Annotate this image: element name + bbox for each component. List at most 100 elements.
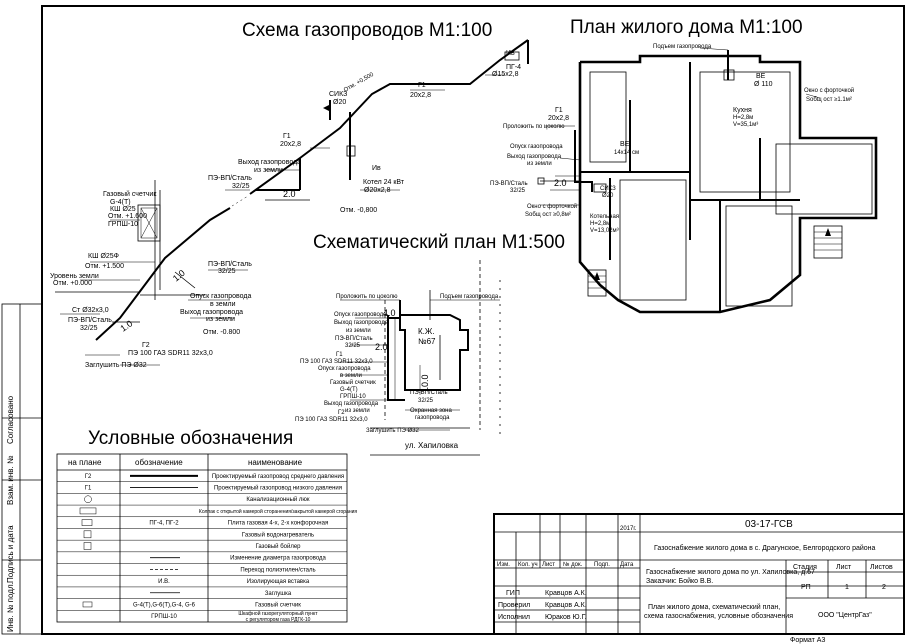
house-window1-d-label: Sобщ ост ≥1.1м² [806, 97, 852, 103]
stamp-name-2: Кравцов А.К. [545, 602, 587, 609]
scheme-drop-label: Опуск газопровода [190, 293, 251, 300]
site-street-label: ул. Хапиловка [405, 441, 459, 450]
legend-cell: Заглушка [265, 591, 292, 597]
legend-symbol-icon [82, 601, 93, 608]
house-rise-label: Подъем газопровода [653, 44, 712, 50]
legend-cell: Канализационный люк [246, 496, 310, 503]
stamp-role-2: Проверил [498, 602, 530, 609]
house-drop-label: Опуск газопровода [510, 144, 563, 150]
stamp-col-sign: Подп. [594, 562, 610, 568]
side-stamp-labels: Согласовано Взам. инв. № Подпись и дата … [6, 395, 15, 632]
house-ve2-d-label: 14х14 см [614, 150, 639, 156]
legend-symbol-icon [79, 507, 97, 515]
house-outer-wall [578, 54, 878, 314]
scheme-cap-label: Заглушить ПЭ Ø32 [85, 362, 147, 369]
stamp-code: 03-17-ГСВ [745, 519, 793, 530]
site-dim10-label: 10.0 [420, 374, 430, 392]
scheme-drop2-label: в земли [210, 301, 236, 308]
scheme-grpsh-label: ГРПШ-10 [108, 221, 138, 228]
side-stamp-replace: Взам. инв. № [6, 455, 15, 505]
side-stamp-frame [1, 303, 43, 635]
site-pe-label: ПЭ-ВП/Сталь [335, 336, 373, 342]
house-dim-label: 2.0 [554, 178, 567, 188]
scheme-d15-label: Ø15х2,8 [492, 71, 519, 78]
house-window1-label: Окно с форточкой [804, 87, 854, 94]
stamp-name-1: Кравцов А.К. [545, 590, 587, 597]
site-plan: Проложить по цоколю Подъем газопровода 4… [295, 260, 501, 456]
scheme-ground-o-label: Отм. +0.000 [53, 280, 92, 287]
legend-cell: ПГ-4, ПГ-2 [149, 521, 179, 527]
drawing-frame [41, 5, 905, 635]
house-pe-label: ПЭ-ВП/Сталь [490, 181, 528, 187]
legend-cell: И.В. [158, 579, 170, 585]
site-meter-g-label: G-4(Т) [340, 387, 358, 393]
stamp-col-izm: Изм. [497, 562, 510, 568]
scheme-pipe-main [249, 39, 529, 195]
scheme-ksh-label: КШ Ø25 [110, 206, 136, 213]
scheme-dim-label: 2.0 [283, 189, 296, 199]
scheme-g2-d-label: ПЭ 100 ГАЗ SDR11 32х3,0 [128, 350, 213, 357]
stamp-stage: РП [801, 584, 811, 591]
stamp-org: ООО "ЦентрГаз" [818, 612, 872, 619]
stamp-name-3: Юраков Ю.Г. [545, 614, 587, 621]
legend-cell: Изменение диаметра газопровода [230, 556, 326, 562]
site-kzh-n-label: №67 [418, 337, 436, 346]
scheme-pe-label: ПЭ-ВП/Сталь [208, 175, 252, 182]
legend-cell: Изолирующая вставка [247, 579, 310, 585]
side-stamp-agreed: Согласовано [6, 395, 15, 444]
site-gas-pipe [387, 315, 405, 401]
site-zone-label: Охранная зона [410, 408, 452, 414]
scheme-g1a-label: Г1 [418, 82, 426, 89]
scheme-sikz-d-label: Ø20 [333, 99, 346, 106]
stamp-sheets-header: Листов [870, 564, 893, 571]
title-block: 2017г. 03-17-ГСВ Газоснабжение жилого до… [493, 513, 905, 635]
stamp-customer: Заказчик: Бойко В.В. [646, 577, 713, 585]
stamp-sheet: 1 [845, 584, 849, 591]
scheme-sikz-label: СИКЗ [329, 91, 347, 98]
house-kitchen-label: Кухня [733, 107, 752, 114]
house-g1-d-label: 20х2,8 [548, 115, 569, 122]
stamp-col-list: Лист [542, 562, 555, 568]
legend-header-name: наименование [248, 458, 303, 467]
scheme-kotel-d-label: Ø20х2,8 [364, 187, 391, 194]
legend-header-plan: на плане [68, 458, 102, 467]
house-kitchen-v-label: V=35,1м³ [733, 122, 758, 128]
legend-cell: Газовый счетчик [255, 601, 301, 608]
site-pe-d-label: 32/25 [345, 343, 361, 349]
scheme-dim3-label: 1.0 [171, 268, 187, 284]
site-house-outline [399, 300, 469, 391]
site-dim2-label: 2.0 [375, 342, 388, 352]
house-plan: Подъем газопровода ВЕ Ø 110 Окно с форто… [490, 44, 878, 314]
scheme-kotel-label: Котел 24 кВт [363, 179, 405, 186]
stamp-sheet-header: Лист [836, 564, 852, 571]
house-stairs [813, 225, 843, 259]
house-plan-title: План жилого дома М1:100 [570, 17, 803, 38]
scheme-otm-m-label: Отм. +1.600 [108, 213, 147, 220]
legend-symbol-icon [83, 530, 92, 539]
site-lay-label: Проложить по цоколю [336, 294, 398, 300]
site-cap-label: Заглушить ПЭ Ø32 [366, 428, 420, 434]
legend-header-symbol: обозначение [135, 458, 183, 467]
legend-cell: Проектируемый газопровод низкого давлени… [214, 485, 342, 492]
scheme-pe-d-label: 32/25 [232, 183, 250, 190]
scheme-g1b-d-label: 20х2,8 [280, 141, 301, 148]
site-exit2-label: из земли [346, 328, 371, 334]
scheme-pipe-underground [95, 207, 231, 341]
site-plan-title: Схематический план М1:500 [313, 232, 565, 253]
legend-symbol-icon [81, 519, 93, 526]
scheme-otm-k-label: Отм. +1.500 [85, 263, 124, 270]
scheme-g1b-label: Г1 [283, 133, 291, 140]
scheme-title: Схема газопроводов М1:100 [242, 20, 492, 41]
legend-cell: Г1 [85, 486, 92, 492]
scheme-exit2-label: из земли [254, 167, 283, 174]
side-stamp-signature: Подпись и дата [6, 525, 15, 583]
stamp-content2: схема газоснабжения, условные обозначени… [644, 612, 793, 620]
scheme-exit4-label: из земли [206, 316, 235, 323]
legend-cell: Газовый бойлер [255, 543, 301, 550]
house-ve2-label: ВЕ [620, 141, 630, 148]
stamp-role-1: ГИП [506, 590, 520, 597]
house-gas-pipe [574, 130, 593, 192]
